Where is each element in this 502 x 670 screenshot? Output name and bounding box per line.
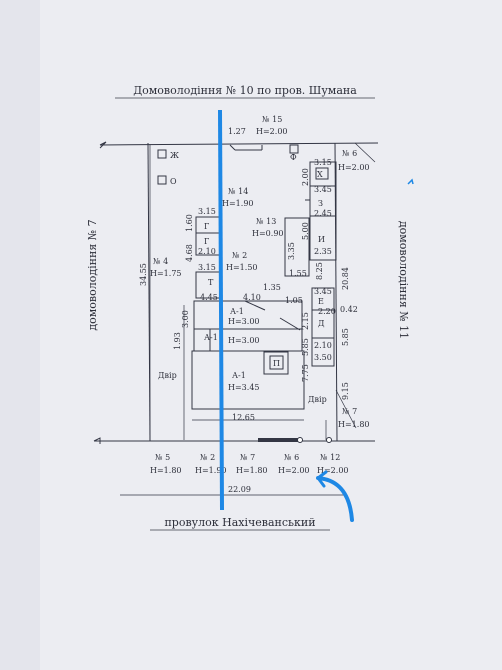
svg-text:3.45: 3.45: [314, 185, 332, 194]
svg-text:3.15: 3.15: [198, 263, 216, 272]
svg-text:Н=1.90: Н=1.90: [195, 466, 227, 475]
main-house: [191, 300, 305, 410]
svg-text:2.45: 2.45: [314, 209, 332, 218]
svg-text:3.50: 3.50: [314, 353, 332, 362]
svg-text:А-1: А-1: [232, 371, 246, 380]
p-room-box: [263, 351, 289, 375]
label-n6top: № 6: [342, 149, 357, 158]
label-h4: Н=1.75: [150, 269, 182, 278]
svg-text:20.84: 20.84: [341, 267, 350, 290]
svg-text:4.68: 4.68: [185, 244, 194, 262]
svg-text:2.20: 2.20: [318, 307, 336, 316]
svg-text:7.75: 7.75: [301, 364, 310, 382]
svg-text:9.15: 9.15: [341, 382, 350, 400]
svg-text:1.35: 1.35: [263, 283, 281, 292]
svg-text:Н=3.00: Н=3.00: [228, 336, 260, 345]
svg-text:Двір: Двір: [308, 395, 327, 404]
outbuilding-o-marker: [157, 175, 167, 185]
svg-text:Н=3.45: Н=3.45: [228, 383, 260, 392]
svg-text:№ 5: № 5: [155, 453, 170, 462]
svg-text:3.45: 3.45: [314, 287, 332, 296]
svg-text:Н=1.80: Н=1.80: [338, 420, 370, 429]
x-room-box: [315, 167, 329, 180]
svg-text:Х: Х: [317, 170, 323, 179]
svg-text:12.65: 12.65: [232, 413, 255, 422]
blue-arrow: [316, 476, 354, 522]
label-h14: Н=1.90: [222, 199, 254, 208]
svg-text:2.00: 2.00: [301, 168, 310, 186]
svg-text:5.85: 5.85: [341, 328, 350, 346]
dimension-lines: [120, 142, 376, 496]
svg-text:2.10: 2.10: [314, 341, 332, 350]
label-h6top: Н=2.00: [338, 163, 370, 172]
gate: [258, 438, 300, 442]
label-zh: Ж: [170, 151, 179, 160]
label-h15: Н=2.00: [256, 127, 288, 136]
label-o: О: [170, 177, 177, 186]
svg-text:8.25: 8.25: [315, 262, 324, 280]
label-n13: № 13: [256, 217, 276, 226]
svg-text:5.85: 5.85: [301, 338, 310, 356]
svg-text:1.60: 1.60: [185, 214, 194, 232]
label-n4: № 4: [153, 257, 168, 266]
svg-text:1.05: 1.05: [285, 296, 303, 305]
svg-text:№ 6: № 6: [284, 453, 299, 462]
svg-text:№ 2: № 2: [200, 453, 215, 462]
svg-text:3.15: 3.15: [314, 158, 332, 167]
svg-text:Г: Г: [204, 222, 209, 231]
heading-bottom: провулок Нахічеванський: [164, 516, 315, 529]
svg-text:Т: Т: [208, 278, 214, 287]
svg-text:0.42: 0.42: [340, 305, 358, 314]
label-n2: № 2: [232, 251, 247, 260]
svg-text:А-1: А-1: [230, 307, 244, 316]
svg-text:Н=3.00: Н=3.00: [228, 317, 260, 326]
svg-text:22.09: 22.09: [228, 485, 251, 494]
svg-text:1.93: 1.93: [173, 332, 182, 350]
svg-text:Д: Д: [318, 319, 325, 328]
svg-text:1.55: 1.55: [289, 269, 307, 278]
svg-text:№ 12: № 12: [320, 453, 340, 462]
svg-text:Г: Г: [204, 237, 209, 246]
label-h13: Н=0.90: [252, 229, 284, 238]
svg-text:34.55: 34.55: [139, 263, 148, 286]
blue-marker-line: [218, 109, 224, 511]
svg-text:Н=1.80: Н=1.80: [236, 466, 268, 475]
svg-text:Н=2.00: Н=2.00: [278, 466, 310, 475]
svg-text:Н=1.80: Н=1.80: [150, 466, 182, 475]
svg-text:№ 7: № 7: [240, 453, 255, 462]
svg-text:2.15: 2.15: [301, 312, 310, 330]
svg-text:Е: Е: [318, 297, 324, 306]
svg-text:2.10: 2.10: [198, 247, 216, 256]
svg-text:И: И: [318, 235, 325, 244]
label-h2: Н=1.50: [226, 263, 258, 272]
svg-text:3.35: 3.35: [287, 242, 296, 260]
svg-text:2.35: 2.35: [314, 247, 332, 256]
svg-text:5.00: 5.00: [301, 222, 310, 240]
svg-text:А-1: А-1: [204, 333, 218, 342]
svg-text:П: П: [273, 359, 280, 368]
svg-text:Н=2.00: Н=2.00: [317, 466, 349, 475]
svg-text:З: З: [318, 199, 323, 208]
heading-top: Домоволодіння № 10 по пров. Шумана: [133, 84, 357, 97]
svg-text:4.45: 4.45: [200, 293, 218, 302]
label-n14: № 14: [228, 187, 248, 196]
svg-text:3.15: 3.15: [198, 207, 216, 216]
svg-text:4.10: 4.10: [243, 293, 261, 302]
outbuilding-zh-marker: [157, 149, 167, 159]
right-outbuildings: [309, 161, 337, 367]
svg-text:3.00: 3.00: [181, 310, 190, 328]
side-label-left: домоволодіння № 7: [86, 219, 99, 330]
room-labels: № 15 Н=2.00 1.27 № 6 Н=2.00 № 14 Н=1.90 …: [139, 115, 370, 494]
label-f: Ф: [290, 153, 297, 162]
side-label-right: домоволодіння № 11: [397, 221, 410, 339]
label-n15: № 15: [262, 115, 282, 124]
svg-text:№ 7: № 7: [342, 407, 357, 416]
label-d127: 1.27: [228, 127, 246, 136]
svg-text:Двір: Двір: [158, 371, 177, 380]
